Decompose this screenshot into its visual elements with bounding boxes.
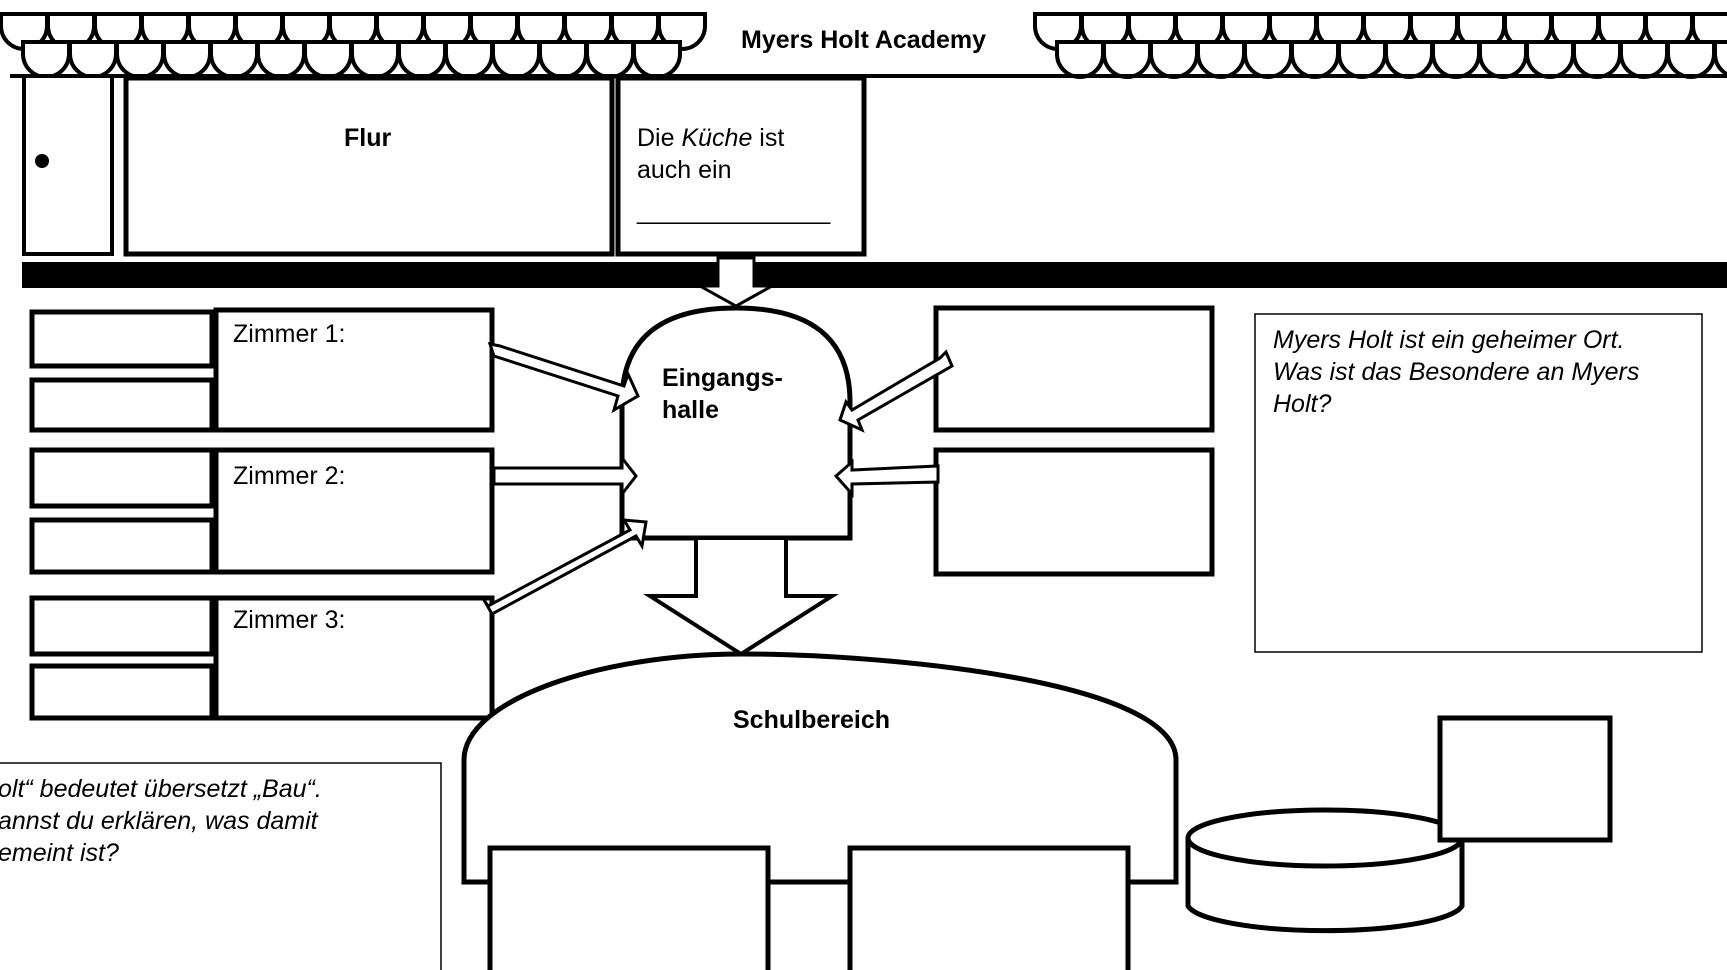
zimmer-1-block bbox=[29, 307, 495, 433]
roof-tile bbox=[256, 40, 306, 79]
schulbereich-label: Schulbereich bbox=[733, 706, 890, 734]
roof-tile bbox=[21, 40, 71, 79]
arrow-zimmer3-to-hall bbox=[482, 518, 648, 617]
kitchen-label-line1: Die Küche ist bbox=[637, 122, 784, 154]
zimmer-2-block bbox=[29, 447, 495, 575]
arrow-right-upper-to-hall bbox=[838, 349, 954, 433]
kitchen-room bbox=[615, 75, 867, 257]
small-room-right bbox=[1437, 715, 1613, 843]
question-secret-text: Myers Holt ist ein geheimer Ort. Was ist… bbox=[1273, 324, 1639, 420]
eingangshalle-room bbox=[619, 305, 853, 541]
kitchen-emphasis: Küche bbox=[681, 124, 753, 152]
schulbereich-room-right bbox=[847, 845, 1131, 970]
question-holt-line1: olt“ bedeutet übersetzt „Bau“. bbox=[0, 775, 322, 803]
flur-label: Flur bbox=[344, 124, 392, 152]
question-box-holt bbox=[0, 762, 442, 970]
arrow-down-to-hall bbox=[694, 256, 778, 308]
kitchen-label-line2: auch ein bbox=[637, 156, 732, 184]
arrow-right-lower-to-hall bbox=[833, 458, 940, 498]
roof-tile bbox=[1666, 40, 1716, 79]
roof-tile bbox=[585, 40, 635, 79]
arrow-hall-to-schulbereich bbox=[643, 536, 839, 657]
roof-tile bbox=[303, 40, 353, 79]
question-secret-line2: Was ist das Besondere an Myers bbox=[1273, 358, 1640, 386]
floor-beam-right bbox=[754, 262, 1727, 288]
question-box-secret bbox=[1254, 313, 1703, 653]
zimmer-3-label: Zimmer 3: bbox=[233, 606, 346, 634]
roof-tile bbox=[1337, 40, 1387, 79]
roof-tile bbox=[491, 40, 541, 79]
roof-tile bbox=[1525, 40, 1575, 79]
roof-tile bbox=[1290, 40, 1340, 79]
roof-tile bbox=[1619, 40, 1669, 79]
title-plate bbox=[718, 18, 1010, 68]
eingangshalle-label-line2: halle bbox=[662, 396, 719, 424]
question-secret-line1: Myers Holt ist ein geheimer Ort. bbox=[1273, 326, 1625, 354]
roof-tile bbox=[632, 40, 682, 79]
diagram-title: Myers Holt Academy bbox=[741, 26, 986, 54]
schulbereich-room-left bbox=[487, 845, 771, 970]
roof-tile bbox=[209, 40, 259, 79]
roof-tile bbox=[1713, 40, 1727, 77]
roof-tile bbox=[1572, 40, 1622, 79]
right-room-upper bbox=[933, 305, 1215, 433]
roof-tile bbox=[115, 40, 165, 79]
roof-tile bbox=[1149, 40, 1199, 79]
roof-tile bbox=[1384, 40, 1434, 79]
roof-tile bbox=[538, 40, 588, 79]
roof-tile bbox=[444, 40, 494, 79]
roof-tile bbox=[350, 40, 400, 79]
pool-cylinder bbox=[1185, 807, 1465, 934]
kitchen-suffix: ist bbox=[752, 124, 785, 152]
roof-tile bbox=[1055, 40, 1105, 79]
flur-room bbox=[123, 75, 615, 257]
zimmer-1-label: Zimmer 1: bbox=[233, 320, 346, 348]
floor-beam-left bbox=[22, 262, 718, 288]
door-knob bbox=[35, 154, 49, 168]
eingangshalle-label-line1: Eingangs- bbox=[662, 364, 783, 392]
roof-tile bbox=[162, 40, 212, 79]
roof-tile bbox=[1478, 40, 1528, 79]
schulbereich-room bbox=[461, 651, 1179, 885]
roof-tile bbox=[68, 40, 118, 79]
roof-tile bbox=[397, 40, 447, 79]
question-holt-line2: annst du erklären, was damit bbox=[0, 807, 318, 835]
question-secret-line3: Holt? bbox=[1273, 390, 1332, 418]
roof-tile bbox=[1243, 40, 1293, 79]
roof-tile bbox=[1196, 40, 1246, 79]
zimmer-2-label: Zimmer 2: bbox=[233, 462, 346, 490]
zimmer-3-block bbox=[29, 595, 495, 721]
kitchen-prefix: Die bbox=[637, 124, 682, 152]
kitchen-blank-tail: __ bbox=[637, 228, 664, 255]
kitchen-blank-line: _______________ bbox=[637, 198, 830, 225]
right-room-lower bbox=[933, 447, 1215, 577]
roof-tile bbox=[1102, 40, 1152, 79]
question-holt-text: olt“ bedeutet übersetzt „Bau“. annst du … bbox=[0, 773, 322, 869]
roof-tile bbox=[1431, 40, 1481, 79]
arrow-zimmer2-to-hall bbox=[492, 453, 638, 499]
question-holt-line3: emeint ist? bbox=[0, 839, 119, 867]
arrow-zimmer1-to-hall bbox=[487, 342, 640, 414]
